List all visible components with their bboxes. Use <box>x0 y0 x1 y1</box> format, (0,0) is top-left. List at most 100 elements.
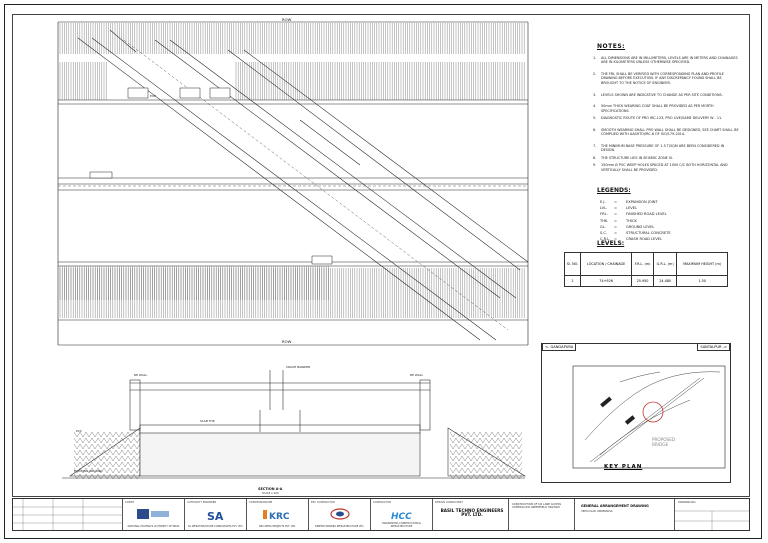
legend-desc: EXPANSION JOINT <box>626 200 658 204</box>
section-label: RE WALL <box>134 373 148 377</box>
levels-title: LEVELS: <box>597 240 625 247</box>
bridge-label-line: PROPOSED <box>652 437 676 442</box>
note-text: ALL DIMENSIONS ARE IN MILLIMETERS, LEVEL… <box>601 56 738 65</box>
legend-desc: GROUND LEVEL <box>626 224 655 229</box>
legend-abbr: C.R.L. <box>600 237 611 242</box>
drawing-subtitle: VEHICULAR UNDERPASS <box>581 510 613 513</box>
key-plan-right-tag: SANTALPUR -> <box>697 343 730 351</box>
legend-item: C.R.L.= CRASH ROAD LEVEL <box>600 237 662 241</box>
company-block-design: DESIGN CONSULTANT BASIL TECHNO ENGINEERS… <box>433 499 509 530</box>
company-role: CONTRACTOR <box>373 501 392 504</box>
note-text: 150mm Ø PVC WEEP HOLES SPACED AT 1000 C/… <box>601 163 728 172</box>
section-label: EXISTING GROUND <box>74 469 103 473</box>
legend-eq: = <box>614 206 618 211</box>
levels-cell: 1.50 <box>676 275 728 287</box>
bridge-label-line: BRIDGE <box>652 442 669 447</box>
note-text: DIAGNOSTIC ROUTE OF PRO IRC-123, PRO LIV… <box>601 116 723 121</box>
note-number: 4. <box>593 104 597 109</box>
svg-text:HCC: HCC <box>391 512 412 522</box>
section-title: SECTION A-A <box>258 487 283 491</box>
notes-title: NOTES: <box>597 43 626 50</box>
legend-desc: CRASH ROAD LEVEL <box>626 237 663 242</box>
levels-header-cell: Sl. NO. <box>563 252 582 276</box>
svg-text:KRC: KRC <box>269 512 290 522</box>
krc-logo-icon: KRC <box>263 510 290 522</box>
proposed-bridge-label: PROPOSED BRIDGE <box>652 437 675 447</box>
legend-eq: = <box>614 231 618 235</box>
legend-eq: = <box>614 200 618 204</box>
legends-title: LEGENDS: <box>597 187 631 194</box>
hcc-logo-icon: HCC <box>391 512 412 522</box>
company-name: HARIKRISHNA CONSTRUCTION & INFRASTRUCTUR… <box>381 522 422 528</box>
company-role: CONCESSIONAIRE <box>249 501 273 504</box>
note-number: 1. <box>593 56 597 60</box>
legend-abbr: S.C. <box>600 231 608 235</box>
levels-header-cell: G.R.L. (m) <box>652 252 678 276</box>
note-item: 7. THE MINIMUM BASE PRESSURE OF 1.5 T/SQM… <box>593 144 739 153</box>
note-item: 9. 150mm Ø PVC WEEP HOLES SPACED AT 1000 … <box>593 163 739 172</box>
company-name: NATIONAL HIGHWAYS AUTHORITY OF INDIA <box>127 525 180 528</box>
company-name: KRC INFRA PROJECTS PVT. LTD. <box>259 525 296 528</box>
section-label: CRASH BARRIER <box>286 365 311 369</box>
legend-abbr: E.J. <box>600 200 606 204</box>
company-name: SA INFRASTRUCTURE CONSULTANTS PVT. LTD. <box>187 525 244 528</box>
note-text: THE FRL SHALL BE VERIFIED WITH CORRESPON… <box>601 72 724 85</box>
levels-cell: 24.480 <box>652 275 678 287</box>
row-bottom-label: ROW <box>282 339 292 344</box>
project-description: CONSTRUCTION OF SIX LANE ACCESS CONTROLL… <box>512 503 562 510</box>
legend-abbr: THK. <box>600 218 609 223</box>
company-block-concessionaire: CONCESSIONAIRE KRC KRC INFRA PROJECTS PV… <box>247 499 309 530</box>
legend-item: FRL.=FINISHED ROAD LEVEL <box>600 212 667 216</box>
key-plan-title: KEY PLAN <box>604 464 643 470</box>
legend-item: GL.=GROUND LEVEL <box>600 225 654 229</box>
levels-header-cell: F.R.L. (m) <box>631 252 654 276</box>
legend-abbr: FRL. <box>600 212 608 217</box>
levels-cell: 25.950 <box>631 275 654 287</box>
note-text: SMOOTH WEARING SHALL PRO WALL SHALL BE D… <box>601 127 739 137</box>
company-role: DESIGN CONSULTANT <box>435 501 463 504</box>
legend-desc: STRUCTURAL CONCRETE <box>626 231 671 235</box>
note-item: 5. DIAGNOSTIC ROUTE OF PRO IRC-123, PRO L… <box>593 116 739 120</box>
legend-abbr: GL. <box>600 224 606 229</box>
note-item: 1. ALL DIMENSIONS ARE IN MILLIMETERS, LEV… <box>593 56 739 65</box>
legend-desc: THICK <box>626 218 637 223</box>
note-item: 6.SMOOTH WEARING SHALL PRO WALL SHALL BE… <box>593 128 739 137</box>
note-text: THE MINIMUM BASE PRESSURE OF 1.5 T/SQM A… <box>601 144 725 153</box>
key-plan-left-tag: <- GANGAPURA <box>542 343 577 351</box>
legend-item: S.C. = STRUCTURAL CONCRETE <box>600 231 671 235</box>
drawing-title-cell: GENERAL ARRANGEMENT DRAWING VEHICULAR UN… <box>575 499 675 530</box>
company-role: CLIENT <box>125 501 135 504</box>
levels-header-cell: MAXIMUM HEIGHT (m) <box>676 252 728 276</box>
note-number: 7. <box>593 144 597 148</box>
revision-grid <box>13 499 123 530</box>
row-top-label: ROW <box>282 17 292 22</box>
legend-eq: = <box>614 212 618 217</box>
dil-logo-icon <box>330 508 350 520</box>
drawing-title: GENERAL ARRANGEMENT DRAWING <box>581 504 649 508</box>
svg-text:SA: SA <box>207 510 224 523</box>
levels-header-cell: LOCATION / CHAINAGE <box>580 252 633 276</box>
note-number: 8. <box>593 155 597 160</box>
note-number: 9. <box>593 163 597 168</box>
key-plan: <- GANGAPURA SANTALPUR -> PROPOSED BRIDG… <box>541 343 731 483</box>
section-scale: SCALE 1:100 <box>262 492 279 495</box>
drawing-sheet <box>4 4 762 539</box>
sa-logo-icon: SA <box>207 510 224 523</box>
section-label: RE WALL <box>410 373 424 377</box>
note-number: 3. <box>593 92 597 97</box>
title-block: CLIENT NATIONAL HIGHWAYS AUTHORITY OF IN… <box>12 498 750 531</box>
drawing-number-cell: DRAWING NO. <box>675 499 749 530</box>
section-label: SLAB THK <box>200 419 215 423</box>
drawing-number-grid <box>675 510 749 530</box>
levels-table: Sl. NO. LOCATION / CHAINAGE F.R.L. (m) G… <box>563 252 728 287</box>
revision-table <box>13 499 123 530</box>
company-block-client: CLIENT NATIONAL HIGHWAYS AUTHORITY OF IN… <box>123 499 185 530</box>
company-block-authority: AUTHORITY ENGINEER SA SA INFRASTRUCTURE … <box>185 499 247 530</box>
company-block-epc: EPC CONTRACTOR DINESHCHANDRA INFRASTRUCT… <box>309 499 371 530</box>
note-item: 3.LEVELS SHOWN ARE INDICATIVE TO CHANGE … <box>593 93 739 97</box>
legend-eq: = <box>614 237 618 242</box>
note-number: 5. <box>593 116 597 121</box>
company-name: BASIL TECHNO ENGINEERS PVT. LTD. <box>440 508 504 518</box>
client-logo-icon <box>137 509 169 519</box>
